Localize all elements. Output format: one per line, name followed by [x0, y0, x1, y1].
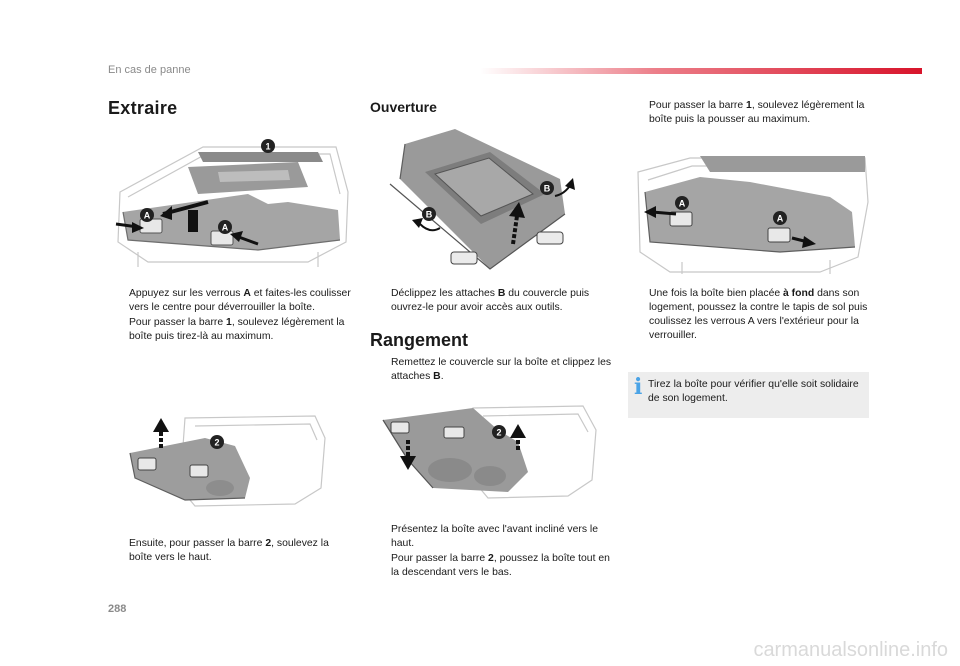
list-item: Remettez le couvercle sur la boîte et cl… [391, 357, 612, 382]
info-icon: i [634, 374, 643, 400]
heading-extraire: Extraire [108, 98, 178, 118]
list-item: Déclippez les attaches B du couvercle pu… [391, 288, 590, 313]
rangement-steps-1: Remettez le couvercle sur la boîte et cl… [370, 356, 615, 385]
figure-extraire-lift: 2 [129, 415, 326, 507]
list-item: Ensuite, pour passer la barre 2, souleve… [129, 538, 329, 563]
callout-A-1: A [144, 211, 151, 221]
page-number: 288 [108, 603, 127, 615]
list-item: Appuyez sur les verrous A et faites-les … [129, 288, 351, 313]
right-steps-1: Pour passer la barre 1, soulevez légèrem… [628, 99, 873, 128]
list-item: Pour passer la barre 1, soulevez légèrem… [649, 100, 865, 125]
extraire-steps-2: Ensuite, pour passer la barre 2, souleve… [108, 537, 353, 566]
figure-ouverture-open: B B [389, 129, 575, 270]
extraire-steps-1: Appuyez sur les verrous A et faites-les … [108, 287, 353, 345]
heading-rangement: Rangement [370, 330, 469, 350]
info-text: Tirez la boîte pour vérifier qu'elle soi… [648, 379, 859, 404]
list-item: Présentez la boîte avec l'avant incliné … [391, 524, 599, 549]
figure-rangement-insert: 2 [382, 405, 597, 499]
header-accent-bar [480, 68, 922, 74]
info-box: i Tirez la boîte pour vérifier qu'elle s… [628, 372, 869, 418]
rangement-steps-2: Présentez la boîte avec l'avant incliné … [370, 523, 615, 581]
watermark: carmanualsonline.info [753, 639, 948, 661]
list-item: Pour passer la barre 2, poussez la boîte… [391, 553, 610, 578]
figure-extraire-unlock: A A 1 [115, 139, 349, 267]
callout-1: 1 [265, 142, 270, 152]
callout-B-1: B [544, 184, 551, 194]
list-item: Pour passer la barre 1, soulevez légèrem… [129, 317, 345, 342]
list-item: Une fois la boîte bien placée à fond dan… [649, 288, 868, 341]
callout-A-3: A [679, 199, 686, 209]
heading-ouverture: Ouverture [370, 99, 437, 115]
figure-right-lock: A A [637, 156, 869, 274]
section-title: En cas de panne [108, 64, 191, 76]
callout-2: 2 [214, 438, 219, 448]
callout-A-2: A [222, 223, 229, 233]
callout-A-4: A [777, 214, 784, 224]
ouverture-steps: Déclippez les attaches B du couvercle pu… [370, 287, 615, 316]
callout-2-b: 2 [496, 428, 501, 438]
callout-B-2: B [426, 210, 433, 220]
right-steps-2: Une fois la boîte bien placée à fond dan… [628, 287, 873, 344]
